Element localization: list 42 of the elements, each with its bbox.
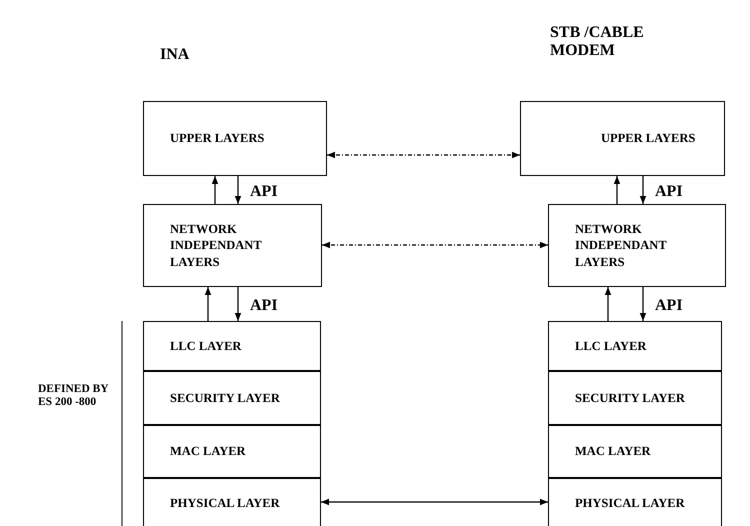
layer-box: [548, 204, 726, 287]
layer-box: [520, 101, 725, 176]
bracket-label: DEFINED BY ES 200 -800: [38, 383, 110, 410]
arrow: [640, 287, 646, 321]
layer-name: MAC LAYER: [170, 443, 246, 460]
layer-box: [143, 425, 321, 478]
layer-name: LLC LAYER: [575, 338, 646, 354]
column-heading: INA: [160, 46, 190, 64]
layer-box: [548, 425, 722, 478]
arrow: [321, 498, 548, 506]
layer-box: [548, 371, 722, 425]
edge-label: API: [250, 184, 278, 200]
edge-label: API: [250, 298, 278, 314]
edge-label: API: [655, 184, 683, 200]
layer-box: [143, 478, 321, 526]
layer-name: PHYSICAL LAYER: [170, 494, 280, 512]
arrow: [604, 287, 612, 321]
layer-name: PHYSICAL LAYER: [575, 494, 685, 512]
arrow: [204, 287, 212, 321]
column-heading: STB /CABLE MODEM: [550, 24, 645, 61]
layer-box: [143, 371, 321, 425]
layer-name: UPPER LAYERS: [601, 130, 696, 147]
edge-label: API: [655, 298, 683, 314]
layer-name: LLC LAYER: [170, 338, 242, 354]
layer-name: UPPER LAYERS: [170, 130, 264, 147]
layer-name: MAC LAYER: [575, 443, 651, 460]
layer-name: NETWORK INDEPENDANT LAYERS: [170, 221, 262, 270]
layer-box: [548, 478, 722, 526]
layer-box: [548, 321, 722, 371]
layer-box: [143, 204, 322, 287]
arrow: [234, 287, 242, 321]
layer-box: [143, 101, 327, 176]
layer-name: NETWORK INDEPENDANT LAYERS: [575, 221, 668, 270]
arrow: [212, 176, 218, 204]
arrow: [614, 176, 620, 204]
arrow: [322, 242, 548, 248]
layer-name: SECURITY LAYER: [575, 390, 685, 406]
arrow: [640, 176, 646, 204]
layer-name: SECURITY LAYER: [170, 390, 280, 406]
arrow: [234, 176, 242, 204]
arrow: [327, 152, 520, 158]
layer-box: [143, 321, 321, 371]
